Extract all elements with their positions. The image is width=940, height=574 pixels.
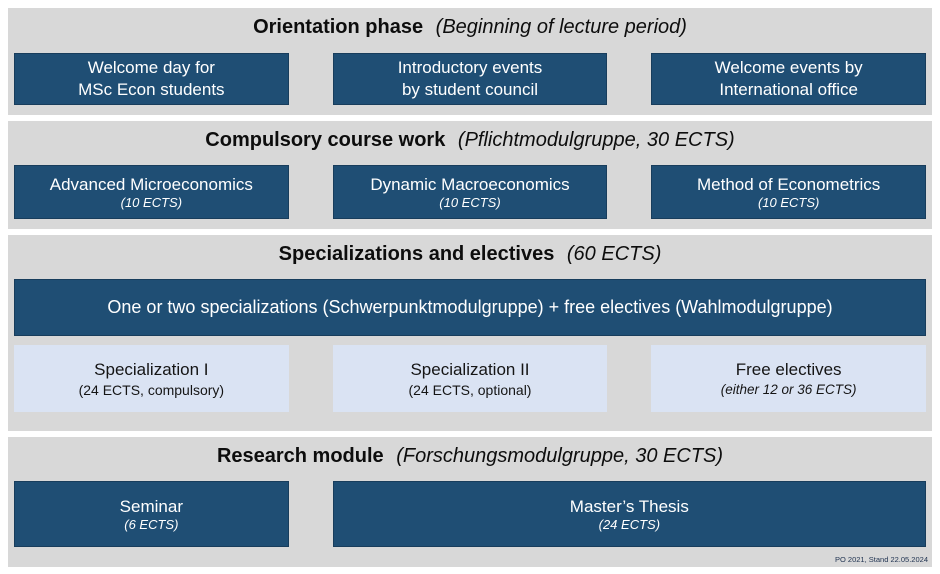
box-line2: MSc Econ students (78, 80, 225, 99)
option-detail: (24 ECTS, compulsory) (78, 381, 225, 398)
module-name: Advanced Microeconomics (49, 174, 253, 194)
module-ects: (10 ECTS) (120, 194, 183, 210)
box-line1: Welcome events by (714, 58, 863, 77)
box-masters-thesis: Master’s Thesis (24 ECTS) (332, 481, 926, 547)
box-specialization-2: Specialization II (24 ECTS, optional) (332, 345, 608, 412)
module-name: Master’s Thesis (569, 496, 689, 516)
box-welcome-events-international: Welcome events by International office (651, 53, 926, 105)
section-compulsory-course-work: Compulsory course work (Pflichtmodulgrup… (8, 121, 932, 229)
module-ects: (10 ECTS) (757, 194, 820, 210)
orientation-boxes-row: Welcome day for MSc Econ students Introd… (14, 53, 926, 105)
module-ects: (10 ECTS) (439, 194, 501, 210)
section-subtitle: (Beginning of lecture period) (435, 16, 687, 38)
box-free-electives: Free electives (either 12 or 36 ECTS) (651, 345, 926, 412)
option-name: Specialization I (94, 359, 209, 379)
box-method-of-econometrics: Method of Econometrics (10 ECTS) (651, 165, 926, 219)
section-title: Orientation phase (253, 16, 424, 38)
compulsory-boxes-row: Advanced Microeconomics (10 ECTS) Dynami… (14, 165, 926, 219)
section-subtitle: (Forschungsmodulgruppe, 30 ECTS) (396, 445, 724, 467)
box-introductory-events: Introductory events by student council (332, 53, 608, 105)
section-subtitle: (Pflichtmodulgruppe, 30 ECTS) (457, 129, 735, 151)
module-name: Dynamic Macroeconomics (370, 174, 570, 194)
option-name: Specialization II (410, 359, 530, 379)
research-boxes-row: Seminar (6 ECTS) Master’s Thesis (24 ECT… (14, 481, 926, 547)
box-seminar: Seminar (6 ECTS) (14, 481, 289, 547)
section-research-module: Research module (Forschungsmodulgruppe, … (8, 437, 932, 567)
section-header: Orientation phase (Beginning of lecture … (14, 8, 926, 40)
section-header: Specializations and electives (60 ECTS) (14, 235, 926, 267)
section-orientation-phase: Orientation phase (Beginning of lecture … (8, 8, 932, 115)
section-title: Compulsory course work (205, 129, 446, 151)
section-header: Research module (Forschungsmodulgruppe, … (14, 437, 926, 469)
box-line1: Introductory events (397, 58, 543, 77)
version-note: PO 2021, Stand 22.05.2024 (835, 555, 928, 564)
section-specializations-electives: Specializations and electives (60 ECTS) … (8, 235, 932, 431)
option-name: Free electives (735, 359, 842, 379)
module-name: Method of Econometrics (697, 174, 881, 194)
box-line2: International office (719, 80, 858, 99)
box-specialization-1: Specialization I (24 ECTS, compulsory) (14, 345, 289, 412)
option-detail: (24 ECTS, optional) (408, 381, 532, 398)
box-line2: by student council (401, 80, 539, 99)
section-header: Compulsory course work (Pflichtmodulgrup… (14, 121, 926, 153)
box-advanced-microeconomics: Advanced Microeconomics (10 ECTS) (14, 165, 289, 219)
section-title: Specializations and electives (278, 243, 555, 265)
module-ects: (6 ECTS) (124, 516, 179, 532)
box-welcome-day: Welcome day for MSc Econ students (14, 53, 289, 105)
banner-text: One or two specializations (Schwerpunktm… (107, 297, 833, 317)
specializations-banner: One or two specializations (Schwerpunktm… (14, 279, 926, 336)
section-subtitle: (60 ECTS) (566, 243, 662, 265)
module-ects: (24 ECTS) (598, 516, 661, 532)
section-title: Research module (216, 445, 384, 467)
specializations-boxes-row: Specialization I (24 ECTS, compulsory) S… (14, 345, 926, 412)
module-name: Seminar (119, 496, 183, 516)
option-detail: (either 12 or 36 ECTS) (720, 381, 857, 397)
box-line1: Welcome day for (87, 58, 215, 77)
box-dynamic-macroeconomics: Dynamic Macroeconomics (10 ECTS) (332, 165, 608, 219)
